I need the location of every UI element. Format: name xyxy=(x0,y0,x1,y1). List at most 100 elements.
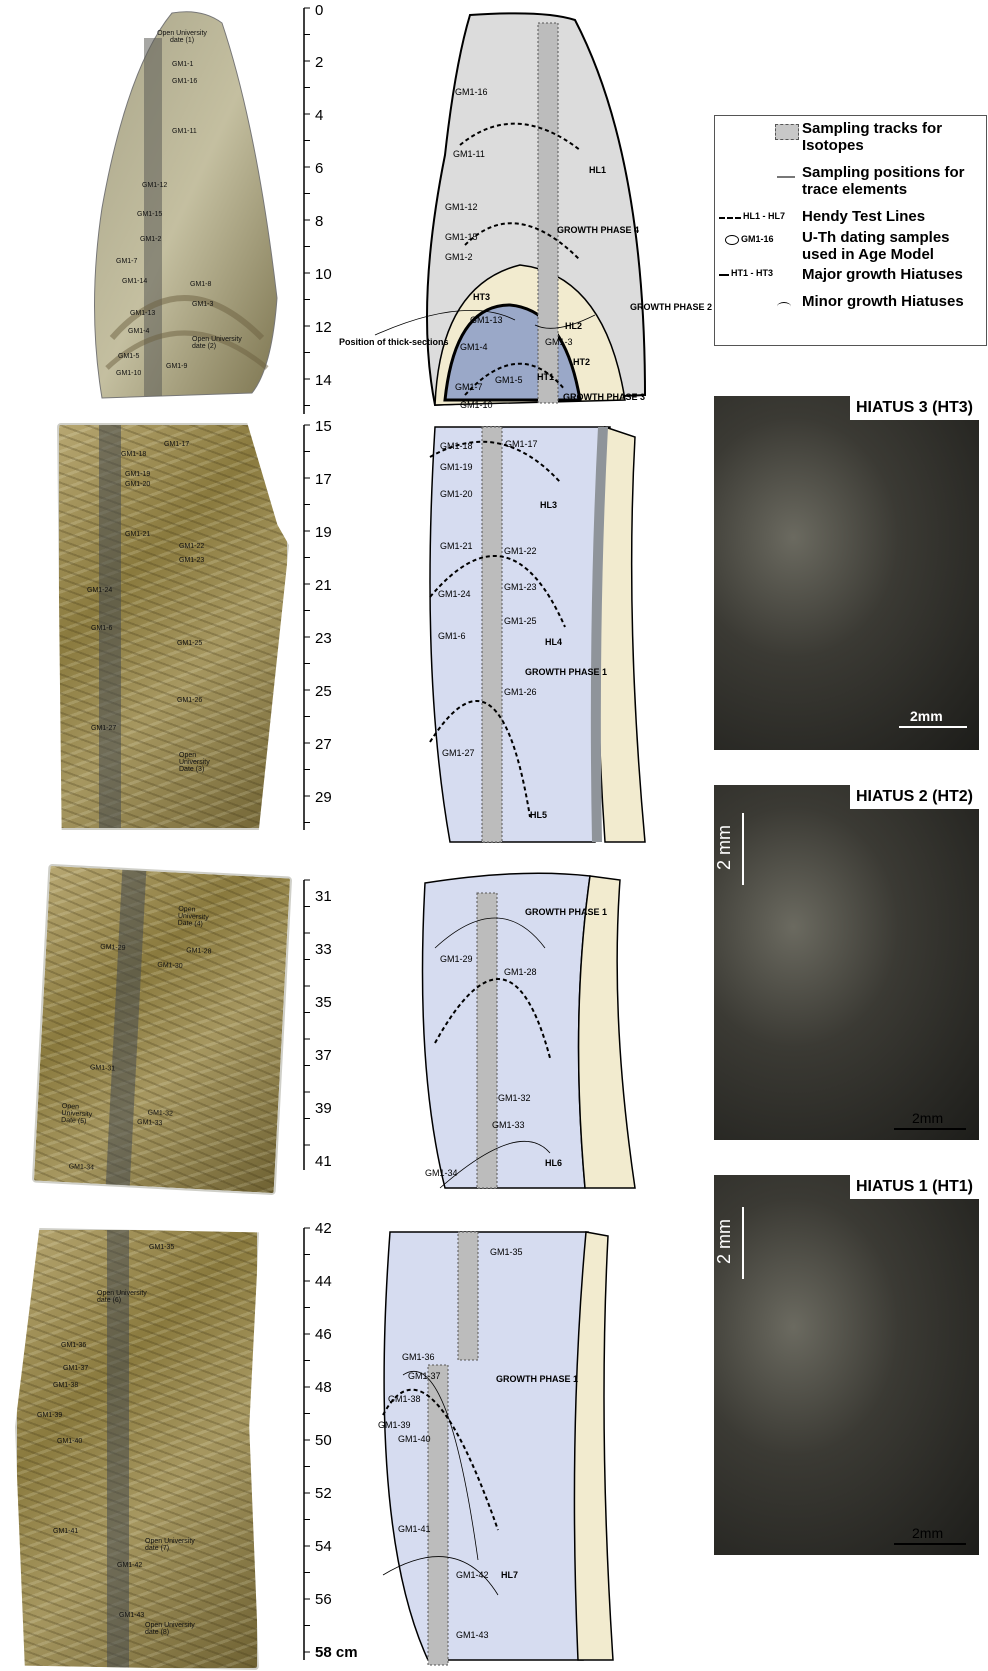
photo-label: GM1-9 xyxy=(166,363,187,370)
sample-label: GM1-6 xyxy=(438,631,466,641)
photo-label: GM1-7 xyxy=(116,258,137,265)
micrograph-ht3: HIATUS 3 (HT3) 2mm xyxy=(714,396,979,750)
legend-uth-key: GM1-16 xyxy=(741,234,774,244)
scale-tick-label: 54 xyxy=(315,1538,332,1555)
photo-label: GM1-13 xyxy=(130,310,155,317)
sample-label: GM1-24 xyxy=(438,589,471,599)
sample-label: GM1-15 xyxy=(445,232,478,242)
photo-section-1: Open University date (1) GM1-1 GM1-16 GM… xyxy=(82,8,292,403)
photo-label: GM1-14 xyxy=(122,278,147,285)
photo-label: GM1-25 xyxy=(177,640,202,647)
drawing-section-2: GM1-18 GM1-17 GM1-19 GM1-20 GM1-21 GM1-2… xyxy=(420,422,650,842)
photo-label: GM1-42 xyxy=(117,1562,142,1569)
sample-label: GM1-39 xyxy=(378,1420,411,1430)
sample-label: GM1-5 xyxy=(495,375,523,385)
scale-tick-label: 14 xyxy=(315,372,332,389)
drawing-section-3: GM1-29 GM1-28 GM1-32 GM1-33 GM1-34 HL6 G… xyxy=(420,868,650,1193)
photo-label: GM1-31 xyxy=(90,1064,116,1072)
sample-label: GM1-11 xyxy=(453,149,485,159)
photo-label: GM1-26 xyxy=(177,697,202,704)
photo-label: GM1-34 xyxy=(69,1163,95,1171)
photo-label: GM1-41 xyxy=(53,1528,78,1535)
sample-label: GM1-3 xyxy=(545,337,573,347)
line-label: HL6 xyxy=(545,1158,562,1168)
photo-label: GM1-21 xyxy=(125,531,150,538)
phase-label: GROWTH PHASE 1 xyxy=(525,667,607,677)
line-label: HL7 xyxy=(501,1570,518,1580)
scale-tick-label: 17 xyxy=(315,471,332,488)
sample-label: GM1-28 xyxy=(504,967,537,977)
scale-tick-label: 37 xyxy=(315,1047,332,1064)
photo-label: GM1-4 xyxy=(128,328,149,335)
uth-swatch xyxy=(725,235,739,245)
sample-label: GM1-34 xyxy=(425,1168,458,1178)
scale-bar-label: 2mm xyxy=(912,1525,943,1541)
callout-label: Position of thick-sections xyxy=(339,337,449,347)
photo-label: GM1-18 xyxy=(121,451,146,458)
sample-label: GM1-43 xyxy=(456,1630,489,1640)
scale-tick-label: 12 xyxy=(315,319,332,336)
scale-tick-label: 15 xyxy=(315,418,332,435)
vertical-scale-label: 2 mm xyxy=(714,1219,735,1264)
legend: Sampling tracks for Isotopes Sampling po… xyxy=(714,115,987,346)
sample-label: GM1-21 xyxy=(440,541,473,551)
phase-label: GROWTH PHASE 1 xyxy=(525,907,607,917)
minor-swatch xyxy=(777,302,791,311)
photo-label: GM1-8 xyxy=(190,281,211,288)
legend-hl: Hendy Test Lines xyxy=(802,208,982,225)
photo-label: GM1-28 xyxy=(186,947,212,955)
scale-tick-label: 10 xyxy=(315,266,332,283)
photo-label: GM1-43 xyxy=(119,1612,144,1619)
line-label: HL1 xyxy=(589,165,606,175)
scale-tick-label: 25 xyxy=(315,683,332,700)
scale-tick-label: 50 xyxy=(315,1432,332,1449)
hl-swatch xyxy=(719,217,741,219)
photo-label: Open University date (8) xyxy=(145,1622,195,1636)
micrograph-title: HIATUS 3 (HT3) xyxy=(850,396,979,420)
scale-tick-label: 41 xyxy=(315,1153,332,1170)
scale-tick-label: 31 xyxy=(315,888,332,905)
line-label: HL3 xyxy=(540,500,557,510)
sample-label: GM1-12 xyxy=(445,202,478,212)
sample-label: GM1-35 xyxy=(490,1247,523,1257)
photo-label: GM1-15 xyxy=(137,211,162,218)
photo-label: GM1-2 xyxy=(140,236,161,243)
sample-label: GM1-20 xyxy=(440,489,473,499)
photo-label: GM1-33 xyxy=(137,1119,163,1127)
scale-tick-label: 8 xyxy=(315,213,323,230)
vertical-scale-bar xyxy=(742,813,744,885)
photo-label: Open University Date (5) xyxy=(61,1103,102,1126)
photo-label: GM1-17 xyxy=(164,441,189,448)
photo-label: GM1-40 xyxy=(57,1438,82,1445)
photo-label: GM1-5 xyxy=(118,353,139,360)
scale-tick-label: 2 xyxy=(315,54,323,71)
sample-label: GM1-33 xyxy=(492,1120,525,1130)
scale-tick-label: 21 xyxy=(315,577,332,594)
scale-tick-label: 42 xyxy=(315,1220,332,1237)
photo-label: GM1-35 xyxy=(149,1244,174,1251)
ht-swatch xyxy=(719,274,729,276)
photo-label: GM1-27 xyxy=(91,725,116,732)
sample-label: GM1-22 xyxy=(504,546,537,556)
sample-label: GM1-16 xyxy=(455,87,488,97)
sample-label: GM1-26 xyxy=(504,687,537,697)
phase-label: GROWTH PHASE 1 xyxy=(496,1374,578,1384)
legend-trace: Sampling positions for trace elements xyxy=(802,164,982,198)
scale-tick-label: 29 xyxy=(315,789,332,806)
photo-label: GM1-39 xyxy=(37,1412,62,1419)
micrograph-title: HIATUS 2 (HT2) xyxy=(850,785,979,809)
scale-bar xyxy=(894,1543,966,1545)
scale-tick-label: 35 xyxy=(315,994,332,1011)
sample-label: GM1-17 xyxy=(505,439,538,449)
photo-label: GM1-11 xyxy=(172,128,197,135)
legend-isotopes: Sampling tracks for Isotopes xyxy=(802,120,982,154)
scale-tick-label: 19 xyxy=(315,524,332,541)
scale-bar-label: 2mm xyxy=(910,708,943,724)
scale-tick-label: 58 cm xyxy=(315,1644,358,1661)
photo-label: GM1-32 xyxy=(147,1109,173,1117)
sample-label: GM1-38 xyxy=(388,1394,421,1404)
line-label: HT1 xyxy=(537,372,554,382)
line-label: HT2 xyxy=(573,357,590,367)
photo-label: GM1-1 xyxy=(172,61,193,68)
photo-label: GM1-16 xyxy=(172,78,197,85)
